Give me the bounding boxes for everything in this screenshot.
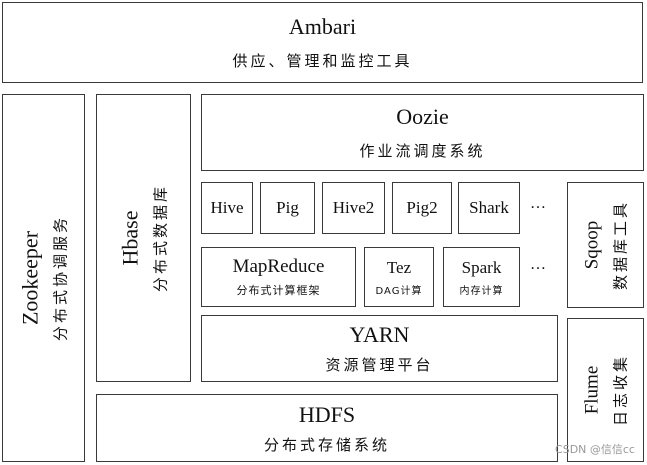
- spark-box: Spark 内存计算: [443, 247, 520, 307]
- mapreduce-title: MapReduce: [232, 256, 325, 277]
- ambari-title: Ambari: [288, 14, 357, 39]
- yarn-box: YARN 资源管理平台: [201, 315, 558, 382]
- hbase-subtitle: 分布式数据库: [151, 183, 169, 293]
- spark-subtitle: 内存计算: [459, 285, 504, 297]
- compute-ellipsis: …: [530, 256, 548, 273]
- sqoop-subtitle: 数据库工具: [611, 199, 629, 291]
- yarn-title: YARN: [349, 322, 410, 347]
- zookeeper-title: Zookeeper: [17, 230, 42, 326]
- sqoop-box: Sqoop 数据库工具: [567, 182, 644, 308]
- hive-box: Hive: [201, 182, 253, 234]
- hive2-box: Hive2: [322, 182, 385, 234]
- ambari-box: Ambari 供应、管理和监控工具: [2, 2, 643, 83]
- flume-title: Flume: [581, 365, 602, 415]
- mapreduce-box: MapReduce 分布式计算框架: [201, 247, 356, 307]
- zookeeper-subtitle: 分布式协调服务: [51, 214, 69, 342]
- hbase-title: Hbase: [117, 210, 142, 266]
- oozie-box: Oozie 作业流调度系统: [201, 94, 644, 171]
- oozie-subtitle: 作业流调度系统: [359, 142, 486, 160]
- sqoop-title: Sqoop: [581, 220, 602, 270]
- pig-box: Pig: [260, 182, 315, 234]
- hdfs-title: HDFS: [298, 401, 356, 427]
- ambari-subtitle: 供应、管理和监控工具: [232, 52, 413, 70]
- hbase-box: Hbase 分布式数据库: [96, 94, 191, 382]
- mapreduce-subtitle: 分布式计算框架: [236, 284, 321, 297]
- oozie-title: Oozie: [396, 104, 449, 129]
- hive-label: Hive: [210, 198, 244, 217]
- hdfs-subtitle: 分布式存储系统: [263, 435, 390, 454]
- hive2-label: Hive2: [332, 198, 375, 217]
- watermark: CSDN @信信cc: [555, 443, 635, 456]
- flume-subtitle: 日志收集: [611, 353, 629, 427]
- pig2-box: Pig2: [392, 182, 452, 234]
- engines-ellipsis: …: [530, 195, 548, 212]
- yarn-subtitle: 资源管理平台: [325, 356, 434, 374]
- tez-title: Tez: [386, 257, 412, 277]
- tez-subtitle: DAG计算: [375, 285, 423, 297]
- shark-label: Shark: [469, 198, 509, 217]
- flume-box: Flume 日志收集: [567, 318, 644, 462]
- shark-box: Shark: [458, 182, 520, 234]
- tez-box: Tez DAG计算: [364, 247, 434, 307]
- zookeeper-box: Zookeeper 分布式协调服务: [2, 94, 85, 462]
- pig-label: Pig: [276, 198, 299, 217]
- spark-title: Spark: [461, 257, 502, 277]
- hdfs-box: HDFS 分布式存储系统: [96, 394, 558, 462]
- pig2-label: Pig2: [406, 198, 438, 217]
